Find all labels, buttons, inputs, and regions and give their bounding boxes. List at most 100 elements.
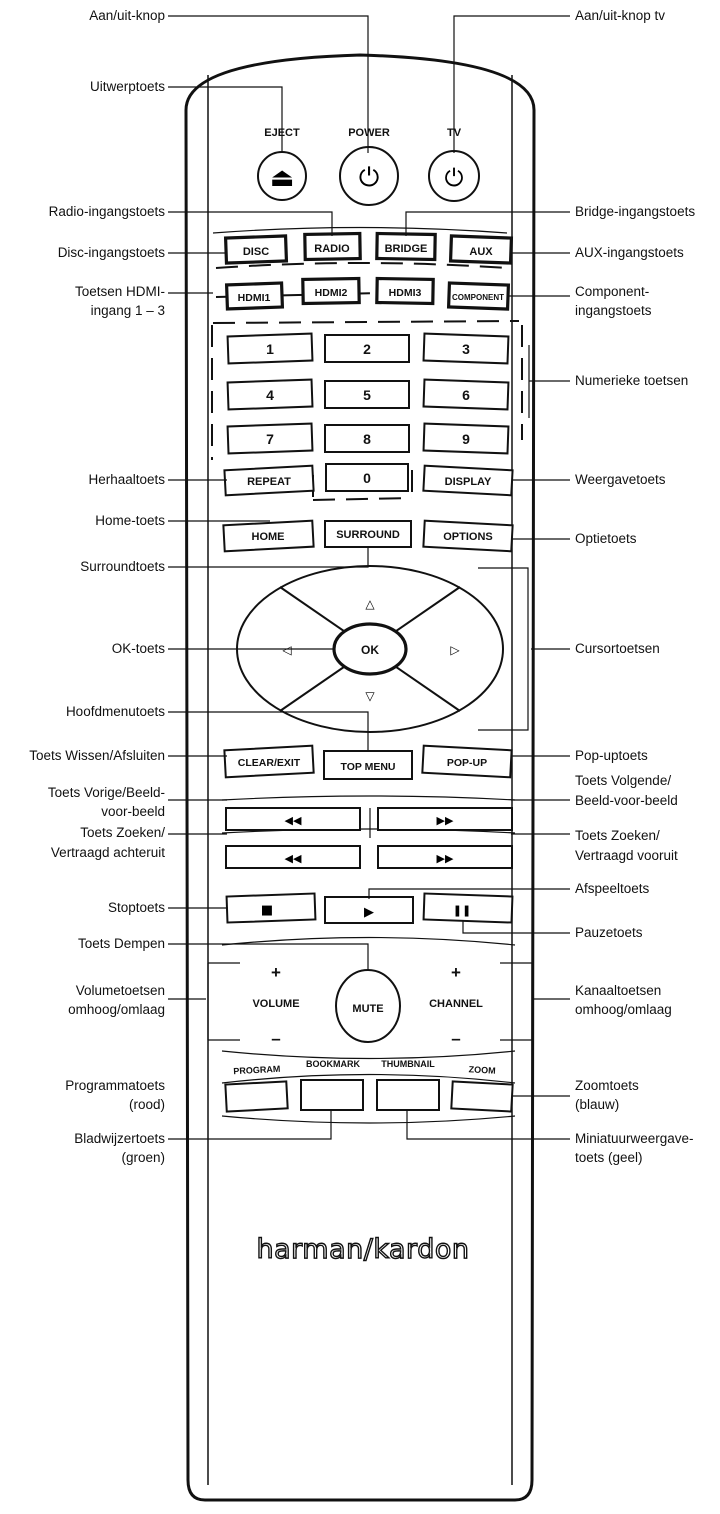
callout-top-menu: Hoofdmenutoets (66, 704, 165, 719)
pause-button[interactable]: ❚❚ (422, 892, 514, 924)
zero-label: 0 (363, 470, 371, 486)
callout-bridge: Bridge-ingangstoets (575, 204, 695, 219)
home-button[interactable]: HOME (222, 519, 315, 553)
nav-down-icon[interactable]: ▽ (365, 689, 375, 703)
volume-channel-area (221, 936, 516, 1060)
nav-left-icon[interactable]: ◁ (281, 643, 291, 657)
numeric-key-2[interactable]: 2 (324, 334, 410, 363)
numeric-key-6[interactable]: 6 (422, 378, 510, 411)
callout-repeat: Herhaaltoets (88, 472, 165, 487)
thumbnail-label: THUMBNAIL (381, 1059, 435, 1069)
clear-exit-button[interactable]: CLEAR/EXIT (223, 744, 315, 779)
callout-next-line2: Beeld-voor-beeld (575, 793, 678, 808)
callout-options: Optietoets (575, 531, 637, 546)
color-key-row (221, 1073, 516, 1124)
channel-plus-icon[interactable]: + (451, 963, 461, 982)
callouts-top: Aan/uit-knop Aan/uit-knop tv (89, 8, 665, 23)
callout-radio: Radio-ingangstoets (49, 204, 166, 219)
thumbnail-yellow-button[interactable] (376, 1079, 440, 1111)
numeric-key-4[interactable]: 4 (226, 378, 314, 411)
callout-search-rev-line2: Vertraagd achteruit (51, 845, 165, 860)
callout-program-line2: (rood) (129, 1097, 165, 1112)
component-button[interactable]: COMPONENT (446, 281, 511, 311)
ok-button[interactable]: OK (332, 622, 408, 676)
previous-button[interactable]: ◀◀ (225, 807, 361, 831)
pause-icon: ❚❚ (453, 904, 471, 917)
display-button[interactable]: DISPLAY (422, 464, 514, 497)
hdmi2-button[interactable]: HDMI2 (301, 276, 361, 306)
next-button[interactable]: ▶▶ (377, 807, 513, 831)
numeric-key-label: 2 (363, 341, 371, 357)
callout-hdmi-line2: ingang 1 – 3 (91, 303, 165, 318)
nav-right-icon[interactable]: ▷ (450, 643, 460, 657)
callout-component-line1: Component- (575, 284, 649, 299)
callout-zoom-line2: (blauw) (575, 1097, 619, 1112)
numeric-key-1[interactable]: 1 (226, 332, 314, 365)
power-button[interactable]: ⏻ (339, 146, 399, 206)
aux-button[interactable]: AUX (448, 234, 514, 265)
callout-bookmark-line1: Bladwijzertoets (74, 1131, 165, 1146)
repeat-label: REPEAT (247, 476, 291, 488)
callout-channel-line1: Kanaaltoetsen (575, 983, 661, 998)
numeric-key-label: 4 (266, 387, 274, 403)
disc-button[interactable]: DISC (223, 234, 289, 265)
search-fwd-button[interactable]: ▶▶ (377, 845, 513, 869)
callout-power: Aan/uit-knop (89, 8, 165, 23)
mute-button[interactable]: MUTE (335, 969, 401, 1043)
hdmi1-button[interactable]: HDMI1 (224, 281, 285, 311)
pop-up-button[interactable]: POP-UP (421, 744, 513, 779)
callout-hdmi-line1: Toetsen HDMI- (75, 284, 165, 299)
radio-button[interactable]: RADIO (303, 231, 362, 262)
stop-icon: ■ (261, 903, 273, 918)
search-rev-button[interactable]: ◀◀ (225, 845, 361, 869)
channel-minus-icon[interactable]: – (451, 1029, 460, 1048)
callout-zoom-line1: Zoomtoets (575, 1078, 639, 1093)
top-menu-button[interactable]: TOP MENU (323, 750, 413, 780)
bookmark-label: BOOKMARK (306, 1059, 360, 1069)
tv-power-button[interactable]: ⏻ (428, 150, 480, 202)
eject-icon: ⏏ (270, 163, 295, 193)
callout-thumbnail-line2: toets (geel) (575, 1150, 643, 1165)
surround-label: SURROUND (336, 529, 400, 541)
callout-channel-line2: omhoog/omlaag (575, 1002, 672, 1017)
stop-button[interactable]: ■ (225, 892, 317, 924)
numeric-key-9[interactable]: 9 (422, 422, 510, 455)
callout-numeric: Numerieke toetsen (575, 373, 688, 388)
numeric-key-label: 1 (266, 341, 274, 357)
hdmi2-label: HDMI2 (315, 287, 348, 299)
volume-label: VOLUME (252, 998, 299, 1010)
numeric-key-3[interactable]: 3 (422, 332, 510, 365)
nav-up-icon[interactable]: △ (365, 597, 375, 611)
callout-next-line1: Toets Volgende/ (575, 773, 671, 788)
hdmi-row: HDMI1 HDMI2 HDMI3 COMPONENT (215, 262, 511, 311)
numeric-key-label: 3 (462, 341, 470, 357)
callout-pause: Pauzetoets (575, 925, 643, 940)
callout-home: Home-toets (95, 513, 165, 528)
play-button[interactable]: ▶ (324, 896, 414, 924)
bookmark-green-button[interactable] (300, 1079, 364, 1111)
power-label: POWER (348, 127, 390, 139)
tv-power-icon: ⏻ (445, 164, 464, 192)
zero-button[interactable]: 0 (325, 463, 409, 492)
eject-button[interactable]: ⏏ (257, 151, 307, 201)
numeric-key-8[interactable]: 8 (324, 424, 410, 453)
repeat-button[interactable]: REPEAT (223, 464, 315, 497)
zoom-blue-button[interactable] (450, 1080, 514, 1113)
program-red-button[interactable] (224, 1080, 289, 1113)
volume-minus-icon[interactable]: – (271, 1029, 280, 1048)
callout-disc: Disc-ingangstoets (58, 245, 166, 260)
surround-button[interactable]: SURROUND (324, 520, 412, 548)
search-rev-icon: ◀◀ (285, 852, 302, 865)
callout-surround: Surroundtoets (80, 559, 165, 574)
hdmi3-button[interactable]: HDMI3 (375, 276, 435, 306)
callout-previous-line2: voor-beeld (101, 804, 165, 819)
clear-exit-label: CLEAR/EXIT (238, 757, 301, 769)
component-label: COMPONENT (452, 293, 504, 302)
bridge-button[interactable]: BRIDGE (375, 231, 437, 262)
options-button[interactable]: OPTIONS (422, 519, 514, 553)
numeric-key-7[interactable]: 7 (226, 422, 314, 455)
numeric-key-5[interactable]: 5 (324, 380, 410, 409)
volume-plus-icon[interactable]: + (271, 963, 281, 982)
numeric-keypad (211, 320, 523, 501)
